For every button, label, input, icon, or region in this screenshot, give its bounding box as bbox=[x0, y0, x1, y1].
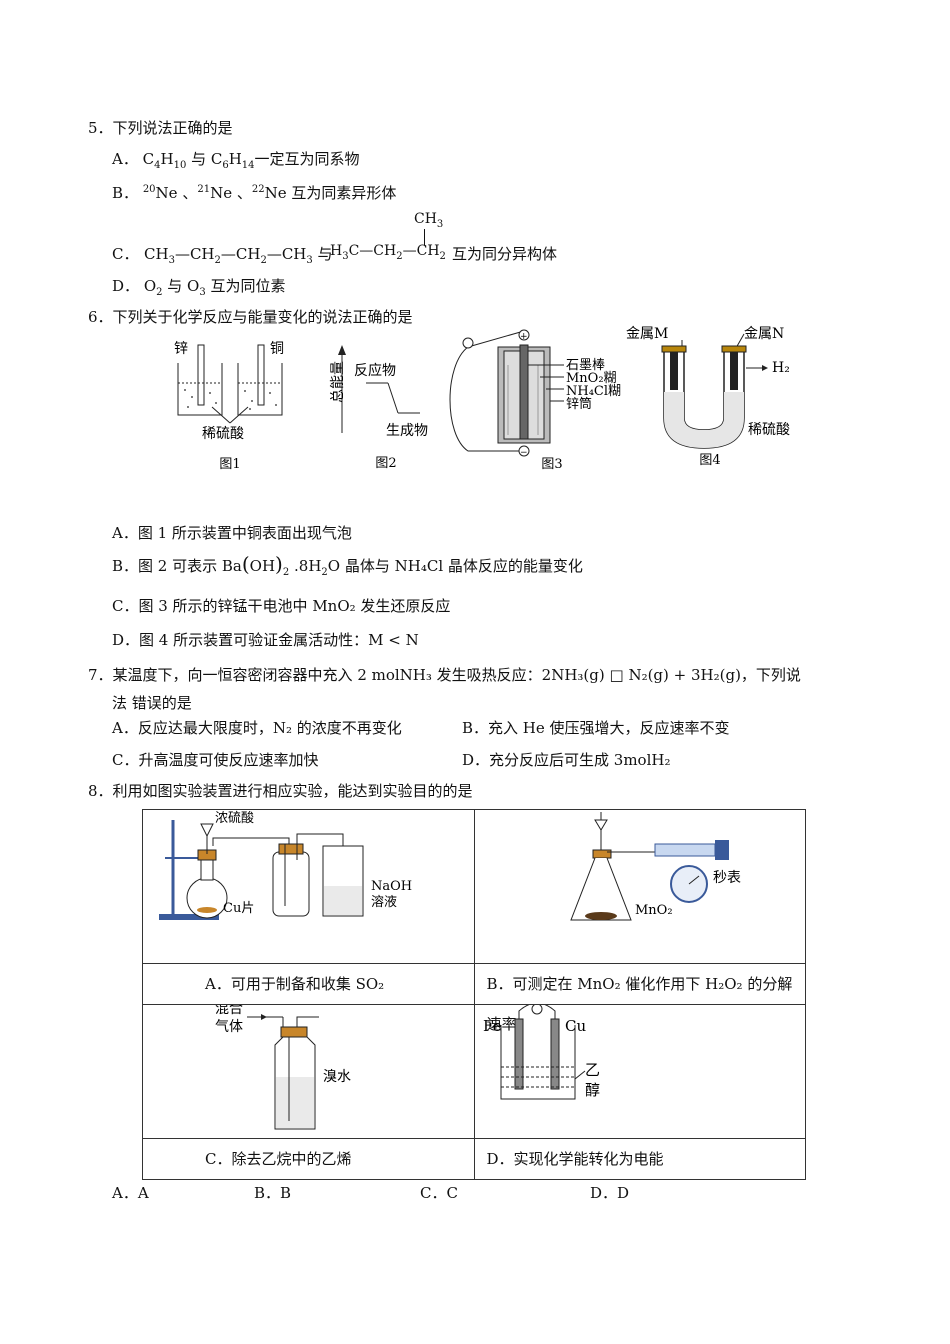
option-text: 互为同素异形体 bbox=[291, 184, 397, 202]
acid-label: 浓硫酸 bbox=[215, 811, 254, 826]
option-label: D． bbox=[112, 277, 140, 295]
q6-option-b[interactable]: B．图 2 可表示 Ba(OH)2 .8H2O 晶体与 NH₄Cl 晶体反应的能… bbox=[112, 552, 583, 578]
figure-1: 锌 铜 稀硫酸 图1 bbox=[170, 335, 290, 475]
q8-stem: 8．利用如图实验装置进行相应实验，能达到实验目的的是 bbox=[88, 782, 473, 800]
bulb-icon bbox=[462, 337, 474, 349]
fig4-acid-label: 稀硫酸 bbox=[748, 422, 790, 438]
zinc-can-label: 锌筒 bbox=[566, 396, 592, 412]
figure-2: 总能量 反应物 生成物 图2 bbox=[326, 345, 446, 475]
q7-stem-line1: 7．某温度下，向一恒容密闭容器中充入 2 molNH₃ 发生吸热反应：2NH₃(… bbox=[88, 666, 801, 684]
copper-label: 铜 bbox=[270, 341, 284, 357]
bromine-label: 溴水 bbox=[323, 1069, 351, 1085]
q7-stem-line2: 法 错误的是 bbox=[112, 694, 192, 712]
option-a-cell[interactable]: A．可用于制备和收集 SO₂ bbox=[205, 975, 385, 993]
q6-stem: 6．下列关于化学反应与能量变化的说法正确的是 bbox=[88, 308, 413, 326]
graphite-label: 石墨棒 bbox=[566, 358, 605, 373]
formula: OH bbox=[249, 557, 276, 575]
watch-label: 秒表 bbox=[713, 870, 741, 886]
apparatus-d-image: Fe Cu 乙 醇 bbox=[473, 1002, 806, 1139]
option-text: B．图 2 可表示 Ba bbox=[112, 557, 242, 575]
figure-3: + − 石墨棒 MnO₂糊 NH₄Cl糊 锌筒 图3 bbox=[448, 325, 628, 475]
option-label: A． bbox=[112, 150, 138, 168]
q6-option-d[interactable]: D．图 4 所示装置可验证金属活动性：M < N bbox=[112, 631, 419, 649]
q7-option-d[interactable]: D．充分反应后可生成 3molH₂ bbox=[462, 751, 671, 769]
option-d-cell[interactable]: D．实现化学能转化为电能 bbox=[486, 1150, 664, 1168]
metal-m-label: 金属M bbox=[626, 326, 668, 342]
formula: ) bbox=[275, 552, 283, 576]
cu-label: Cu片 bbox=[223, 901, 254, 916]
gas-label-2: 气体 bbox=[215, 1019, 243, 1035]
apparatus-a-image: 浓硫酸 Cu片 NaOH 溶液 bbox=[142, 809, 475, 964]
isotopes: 20Ne 、21Ne 、22Ne bbox=[142, 184, 292, 202]
chain-formula: CH3—CH2—CH2—CH3 与 bbox=[144, 245, 333, 266]
fig3-caption: 图3 bbox=[541, 457, 562, 472]
option-label: C． bbox=[112, 245, 139, 263]
option-text: 互为同分异构体 bbox=[452, 245, 558, 263]
option-b-cell[interactable]: B．可测定在 MnO₂ 催化作用下 H₂O₂ 的分解速率 bbox=[486, 975, 793, 1033]
q7-option-a[interactable]: A．反应达最大限度时，N₂ 的浓度不再变化 bbox=[112, 719, 402, 737]
formula: ( bbox=[241, 552, 250, 576]
q5-option-a[interactable]: A． C4H10 与 C6H14一定互为同系物 bbox=[112, 148, 360, 171]
q5-option-b[interactable]: B． 20Ne 、21Ne 、22Ne 互为同素异形体 bbox=[112, 182, 396, 203]
branch-bond bbox=[424, 229, 425, 245]
nh4cl-label: NH₄Cl糊 bbox=[566, 383, 621, 399]
fe-label: Fe bbox=[483, 1017, 502, 1035]
zinc-label: 锌 bbox=[174, 341, 188, 357]
naoh-label: NaOH bbox=[371, 879, 412, 894]
option-text: 一定互为同系物 bbox=[254, 150, 360, 168]
gas-label-1: 混合 bbox=[215, 1005, 243, 1017]
formula: .8H2O bbox=[289, 557, 345, 578]
apparatus-b-image: MnO₂ 秒表 bbox=[473, 809, 806, 964]
methyl-branch: CH3 bbox=[414, 211, 444, 230]
reactant-label: 反应物 bbox=[354, 362, 396, 379]
answer-d[interactable]: D．D bbox=[590, 1184, 630, 1202]
acid-label: 稀硫酸 bbox=[202, 426, 244, 442]
fig4-caption: 图4 bbox=[699, 453, 720, 468]
svg-text:−: − bbox=[520, 448, 528, 458]
ethanol-label-1: 乙 bbox=[585, 1061, 600, 1079]
option-c-cell[interactable]: C．除去乙烷中的乙烯 bbox=[205, 1150, 352, 1168]
structural-formula: H3C—CH2—CH2 bbox=[330, 243, 446, 262]
formula: C4H10 与 C6H14 bbox=[142, 150, 255, 171]
option-text: 晶体与 NH₄Cl 晶体反应的能量变化 bbox=[344, 557, 583, 575]
product-label: 生成物 bbox=[386, 423, 428, 439]
figure-4: 金属M 金属N H₂ 稀硫酸 图4 bbox=[622, 322, 812, 472]
answer-a[interactable]: A．A bbox=[112, 1184, 149, 1202]
answer-c[interactable]: C．C bbox=[420, 1184, 458, 1202]
q6-option-c[interactable]: C．图 3 所示的锌锰干电池中 MnO₂ 发生还原反应 bbox=[112, 597, 451, 615]
svg-text:+: + bbox=[520, 332, 528, 342]
fig1-caption: 图1 bbox=[219, 457, 240, 472]
q5-option-d[interactable]: D． O2 与 O3 互为同位素 bbox=[112, 275, 286, 298]
q5-option-c[interactable]: C． CH3—CH2—CH2—CH3 与 H3C—CH2—CH2 CH3 互为同… bbox=[112, 209, 612, 267]
apparatus-c-image: 混合 气体 溴水 bbox=[142, 1001, 475, 1139]
q5-stem: 5．下列说法正确的是 bbox=[88, 119, 233, 137]
mno2-label: MnO₂糊 bbox=[566, 370, 617, 386]
h2-label: H₂ bbox=[772, 360, 790, 376]
q7-option-c[interactable]: C．升高温度可使反应速率加快 bbox=[112, 751, 319, 769]
energy-axis-label: 总能量 bbox=[330, 361, 346, 403]
metal-n-label: 金属N bbox=[744, 326, 784, 342]
ethanol-label-2: 醇 bbox=[585, 1081, 600, 1099]
fig2-caption: 图2 bbox=[375, 456, 396, 471]
option-text: 互为同位素 bbox=[210, 277, 286, 295]
answer-b[interactable]: B．B bbox=[254, 1184, 292, 1202]
option-label: B． bbox=[112, 184, 139, 202]
mno2-label: MnO₂ bbox=[635, 903, 673, 918]
q6-option-a[interactable]: A．图 1 所示装置中铜表面出现气泡 bbox=[112, 524, 352, 542]
solution-label: 溶液 bbox=[371, 895, 397, 910]
formula: O2 与 O3 bbox=[143, 277, 206, 298]
experiment-table: 浓硫酸 Cu片 NaOH 溶液 bbox=[142, 809, 806, 1180]
cu-label: Cu bbox=[565, 1017, 586, 1035]
q7-option-b[interactable]: B．充入 He 使压强增大，反应速率不变 bbox=[462, 719, 730, 737]
